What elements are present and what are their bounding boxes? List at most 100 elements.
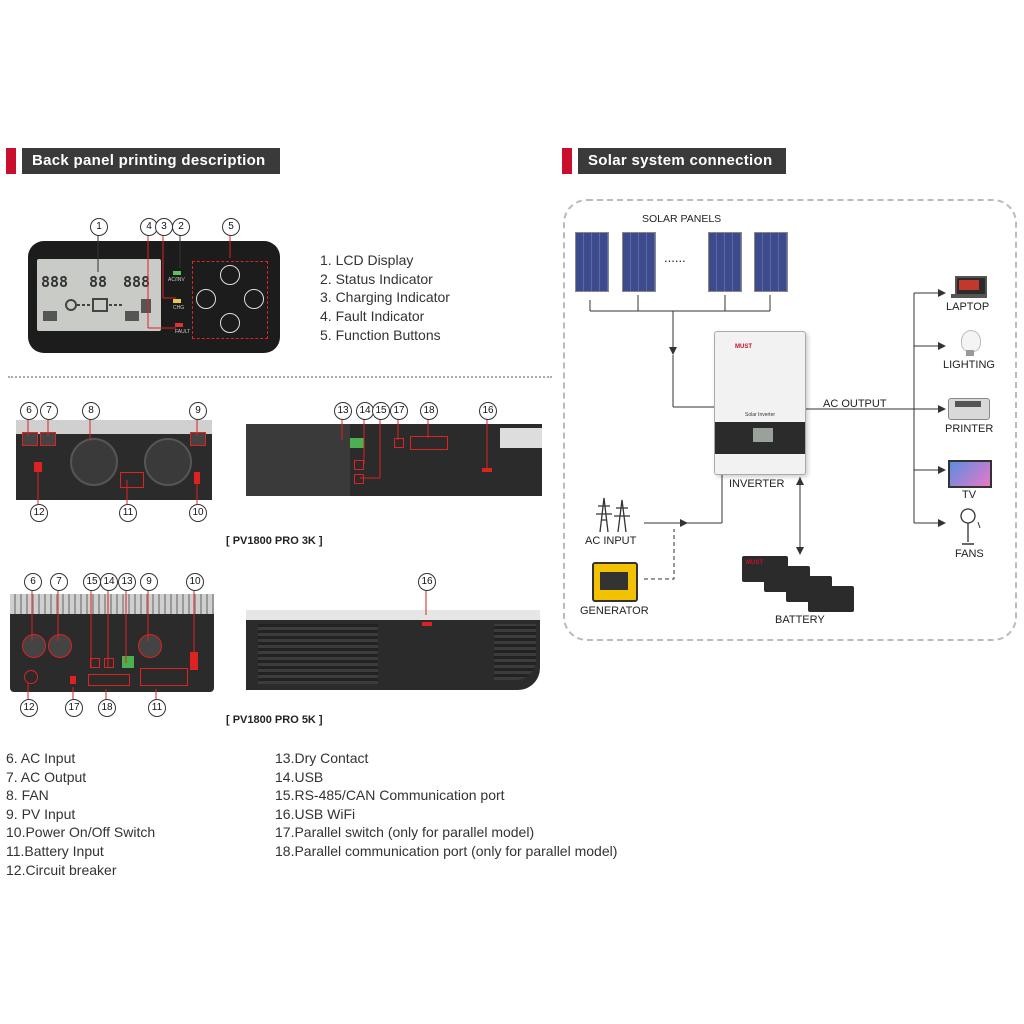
list-item: 4. Fault Indicator	[320, 308, 425, 325]
fault-indicator-led	[175, 323, 183, 327]
list-item: 15.RS-485/CAN Communication port	[275, 787, 505, 804]
laptop-base	[951, 294, 987, 298]
generator-label: GENERATOR	[580, 605, 649, 617]
port-list-left: 6. AC Input 7. AC Output 8. FAN 9. PV In…	[6, 749, 155, 879]
battery-input-terminal	[120, 472, 144, 488]
light-bulb-base	[966, 350, 974, 356]
right-section-title: Solar system connection	[578, 148, 787, 174]
right-section-header: Solar system connection	[562, 148, 787, 174]
inverter-brand: MUST	[735, 344, 752, 350]
front-panel-list: 1. LCD Display 2. Status Indicator 3. Ch…	[320, 251, 450, 345]
pv-input-terminal	[190, 432, 206, 446]
side-panel-cap	[500, 428, 542, 448]
lcd-display: 888 88 888	[37, 259, 161, 331]
back-panel-5k	[10, 594, 214, 692]
callout-15: 15	[372, 402, 390, 420]
solar-panels-label: SOLAR PANELS	[642, 213, 722, 225]
side-top-edge	[246, 610, 540, 620]
list-item: 11.Battery Input	[6, 842, 104, 859]
callout-1: 1	[90, 218, 108, 236]
callout-15: 15	[83, 573, 101, 591]
esc-button[interactable]	[196, 289, 216, 309]
lcd-digits-mid: 88	[89, 273, 108, 291]
header-accent-bar	[562, 148, 572, 174]
callout-6: 6	[20, 402, 38, 420]
callout-5: 5	[222, 218, 240, 236]
callout-17: 17	[390, 402, 408, 420]
left-section-header: Back panel printing description	[6, 148, 280, 174]
model-label-3k: [ PV1800 PRO 3K ]	[226, 535, 323, 547]
side-panel-3k	[246, 424, 542, 496]
back-3k-leaders	[27, 418, 488, 504]
callout-13: 13	[118, 573, 136, 591]
up-button[interactable]	[220, 265, 240, 285]
parallel-switch	[70, 676, 76, 684]
side-vent	[494, 624, 536, 680]
lcd-digits-left: 888	[41, 273, 69, 291]
down-button[interactable]	[220, 313, 240, 333]
callout-12: 12	[30, 504, 48, 522]
battery-brand: MUST	[746, 560, 763, 566]
indicator-chg-label: CHG	[173, 305, 185, 311]
back-panel-3k	[16, 420, 212, 500]
status-indicator-led	[173, 271, 181, 275]
front-panel-leaders	[97, 232, 231, 329]
inverter-model-label: Solar Inverter	[745, 412, 776, 418]
callout-13: 13	[334, 402, 352, 420]
system-diagram-frame	[563, 199, 1017, 641]
generator-icon	[592, 562, 638, 602]
lcd-digits-right: 888	[123, 273, 151, 291]
solar-panel-icon	[754, 232, 788, 292]
parallel-comm-port	[410, 436, 448, 450]
indicator-fault-label: FAULT	[175, 329, 191, 335]
callout-3: 3	[155, 218, 173, 236]
ac-output-label: AC OUTPUT	[823, 398, 887, 410]
ac-input-terminal	[22, 634, 46, 658]
section-divider	[8, 376, 552, 378]
port-list-right: 13.Dry Contact 14.USB 15.RS-485/CAN Comm…	[275, 749, 617, 861]
power-switch	[194, 472, 200, 484]
solar-panels-ellipsis: ......	[664, 250, 686, 265]
solar-panel-icon	[708, 232, 742, 292]
callout-18: 18	[98, 699, 116, 717]
list-item: 2. Status Indicator	[320, 270, 433, 287]
callout-18: 18	[420, 402, 438, 420]
usb-port	[354, 460, 364, 470]
parallel-switch	[394, 438, 404, 448]
callout-7: 7	[40, 402, 58, 420]
generator-engine	[600, 572, 628, 590]
callout-8: 8	[82, 402, 100, 420]
list-item: 12.Circuit breaker	[6, 861, 117, 878]
left-section-title: Back panel printing description	[22, 148, 280, 174]
fans-label: FANS	[955, 548, 984, 560]
side-vent	[246, 424, 350, 496]
callout-17: 17	[65, 699, 83, 717]
back-5k-leaders	[27, 589, 427, 699]
tv-icon	[948, 460, 992, 488]
printer-icon	[948, 398, 990, 420]
callout-16: 16	[479, 402, 497, 420]
function-buttons-group	[192, 261, 268, 339]
callout-10: 10	[189, 504, 207, 522]
system-wiring	[589, 289, 946, 580]
laptop-label: LAPTOP	[946, 301, 990, 313]
rs485-port	[354, 474, 364, 484]
pv-input-terminal	[138, 634, 162, 658]
enter-button[interactable]	[244, 289, 264, 309]
printer-slot	[955, 401, 981, 407]
chassis-top	[16, 420, 212, 434]
list-item: 14.USB	[275, 768, 324, 785]
list-item: 10.Power On/Off Switch	[6, 824, 156, 841]
fan-grille	[144, 438, 192, 486]
indicator-acinv-label: AC/INV	[168, 277, 185, 283]
lighting-label: LIGHTING	[943, 359, 995, 371]
chassis-top-vents	[10, 594, 214, 614]
printer-label: PRINTER	[945, 423, 994, 435]
list-item: 7. AC Output	[6, 768, 87, 785]
circuit-breaker	[24, 670, 38, 684]
dry-contact-port	[122, 656, 134, 668]
power-switch	[190, 652, 198, 670]
list-item: 18.Parallel communication port (only for…	[275, 842, 618, 859]
ac-input-terminal	[22, 432, 38, 446]
front-panel: 888 88 888 AC/INV CHG FAULT	[28, 241, 280, 353]
